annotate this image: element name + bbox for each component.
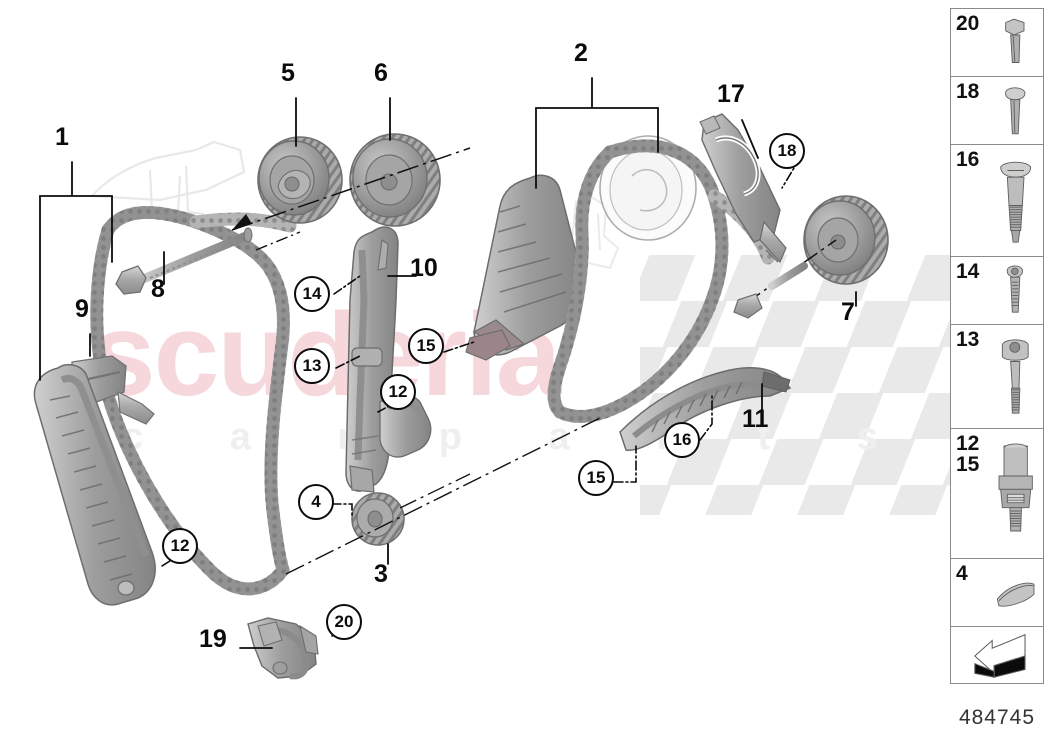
legend-item-illustration — [989, 325, 1039, 428]
legend-cell-4: 4 — [950, 558, 1044, 626]
legend-number: 15 — [956, 453, 980, 477]
callout-label-7: 7 — [841, 298, 855, 326]
legend-number: 18 — [956, 80, 980, 103]
legend-item-number: 20 — [956, 12, 980, 35]
torx-screw-short-icon — [1006, 265, 1023, 313]
legend-item-number: 13 — [956, 328, 980, 351]
legend-item-illustration — [957, 627, 1039, 683]
hex-head-bolt-icon — [1005, 18, 1025, 63]
direction-arrow-icon — [974, 633, 1026, 678]
callout-label-2: 2 — [574, 39, 588, 67]
legend-cell-direction-arrow — [950, 626, 1044, 684]
legend-cell-16: 16 — [950, 144, 1044, 256]
legend-item-number: 14 — [956, 260, 980, 283]
legend-item-number: 16 — [956, 148, 980, 171]
callout-bubble-18: 18 — [769, 133, 805, 169]
callout-bubble-16: 16 — [664, 422, 700, 458]
callout-label-11: 11 — [742, 405, 769, 433]
legend-item-number: 18 — [956, 80, 980, 103]
woodruff-key-icon — [996, 582, 1035, 607]
callout-bubble-12a: 12 — [380, 374, 416, 410]
legend-cell-20: 20 — [950, 8, 1044, 76]
callout-label-3: 3 — [374, 560, 388, 588]
socket-head-long-bolt-icon — [1001, 339, 1029, 414]
callout-label-9: 9 — [75, 295, 89, 323]
callout-label-8: 8 — [151, 275, 165, 303]
legend-item-number: 4 — [956, 562, 968, 585]
legend-item-illustration — [989, 559, 1039, 626]
legend-number: 12 — [956, 432, 980, 455]
hydraulic-tensioner-icon — [998, 443, 1033, 532]
callout-label-19: 19 — [199, 625, 227, 653]
callout-label-6: 6 — [374, 59, 388, 87]
legend-item-illustration — [989, 77, 1039, 144]
legend-item-illustration — [989, 145, 1039, 256]
callout-label-5: 5 — [281, 59, 295, 87]
callout-bubble-20: 20 — [326, 604, 362, 640]
callout-bubble-13: 13 — [294, 348, 330, 384]
flat-head-long-bolt-icon — [1000, 161, 1032, 243]
round-head-bolt-icon — [1005, 87, 1026, 135]
legend-number: 13 — [956, 328, 980, 351]
legend-item-illustration — [989, 9, 1039, 76]
callout-bubble-15b: 15 — [578, 460, 614, 496]
callout-label-17: 17 — [717, 80, 745, 108]
callout-bubble-15a: 15 — [408, 328, 444, 364]
legend-number: 4 — [956, 562, 968, 585]
legend-item-illustration — [989, 257, 1039, 324]
callout-bubble-4: 4 — [298, 484, 334, 520]
legend-cell-14: 14 — [950, 256, 1044, 324]
legend-number: 20 — [956, 12, 980, 35]
callout-label-1: 1 — [55, 123, 69, 151]
legend-cell-18: 18 — [950, 76, 1044, 144]
legend-item-illustration — [989, 429, 1039, 558]
legend-number: 16 — [956, 148, 980, 171]
legend-number: 14 — [956, 260, 980, 283]
diagram-number: 484745 — [958, 706, 1036, 729]
callout-label-10: 10 — [410, 254, 438, 282]
legend-cell-13: 13 — [950, 324, 1044, 428]
callout-bubble-12b: 12 — [162, 528, 198, 564]
callout-bubble-14: 14 — [294, 276, 330, 312]
